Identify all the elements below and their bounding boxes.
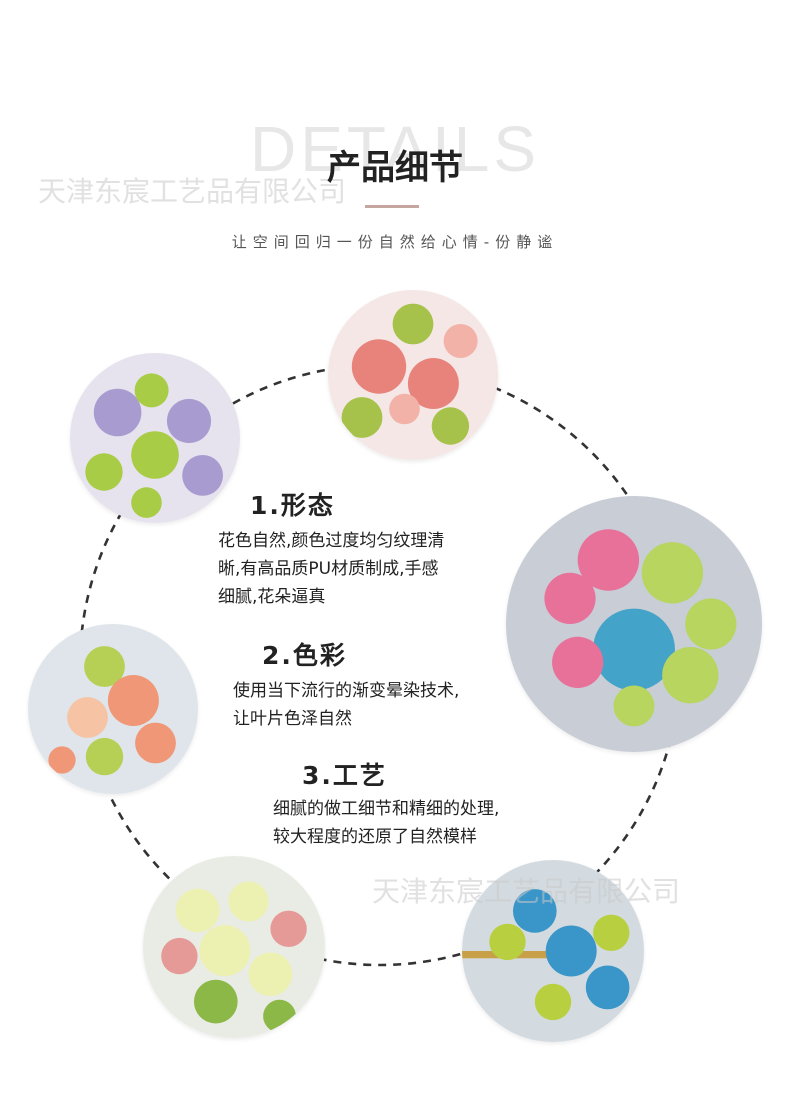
section-3-heading: 3.工艺	[302, 761, 387, 790]
mixed-bouquet-photo	[506, 496, 762, 752]
title-underline	[365, 205, 419, 208]
section-2-line-1: 使用当下流行的渐变晕染技术,	[233, 681, 460, 701]
section-1-text: 花色自然,颜色过度均匀纹理清 晰,有高品质PU材质制成,手感 细腻,花朵逼真	[218, 527, 444, 611]
section-2-heading: 2.色彩	[262, 641, 347, 670]
section-3-text: 细腻的做工细节和精细的处理, 较大程度的还原了自然模样	[273, 795, 499, 851]
section-3-line-2: 较大程度的还原了自然模样	[273, 827, 477, 847]
pink-flowers-photo	[328, 290, 498, 460]
section-2-text: 使用当下流行的渐变晕染技术, 让叶片色泽自然	[233, 677, 459, 733]
watermark-top: 天津东宸工艺品有限公司	[38, 175, 347, 208]
details-background-text: DETAILS	[250, 113, 540, 185]
purple-flowers-photo	[70, 353, 240, 523]
watermark-bottom: 天津东宸工艺品有限公司	[372, 875, 681, 908]
section-3-line-1: 细腻的做工细节和精细的处理,	[273, 799, 500, 819]
section-1-line-2: 晰,有高品质PU材质制成,手感	[218, 559, 439, 579]
section-2-line-2: 让叶片色泽自然	[233, 709, 352, 729]
blue-daisies-photo	[462, 860, 644, 1042]
section-1-line-3: 细腻,花朵逼真	[218, 587, 326, 607]
yellow-daisies-photo	[143, 856, 325, 1038]
section-1-heading: 1.形态	[250, 491, 335, 520]
section-1-line-1: 花色自然,颜色过度均匀纹理清	[218, 531, 445, 551]
orange-flowers-photo	[28, 624, 198, 794]
page-subtitle: 让空间回归一份自然给心情-份静谧	[231, 233, 559, 251]
page-title: 产品细节	[327, 148, 463, 188]
